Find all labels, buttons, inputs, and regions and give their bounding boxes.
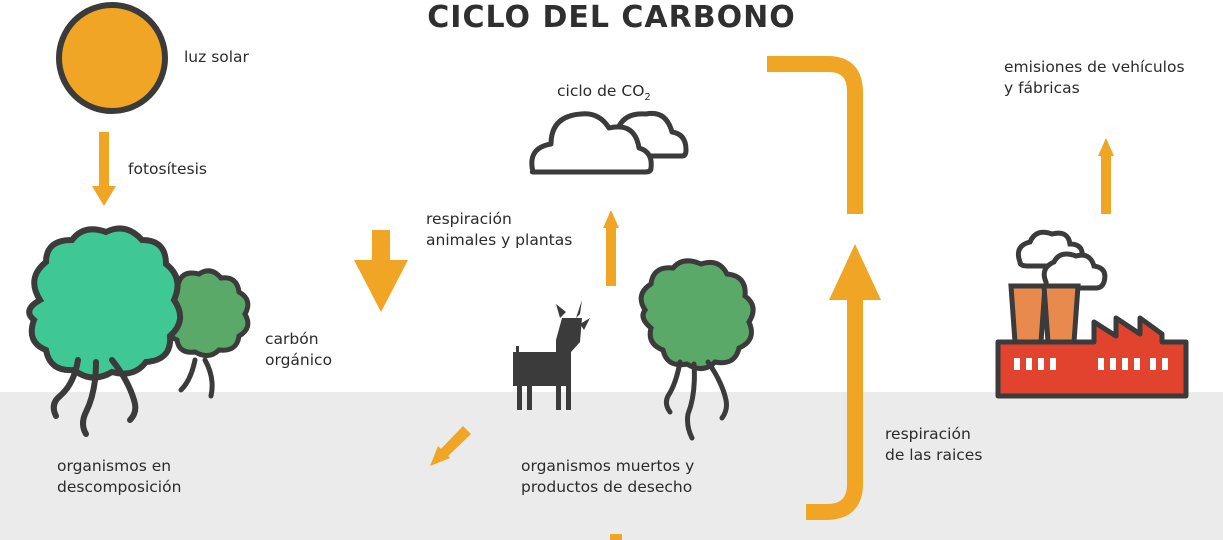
decomposition-line-2: descomposición	[57, 478, 182, 496]
organic-carbon-line-1: carbón	[265, 330, 319, 348]
organic-carbon-line-2: orgánico	[265, 351, 333, 369]
return-pipe-arrow-icon	[767, 56, 863, 214]
page-title: CICLO DEL CARBONO	[427, 0, 796, 35]
arrow-stub-icon	[610, 534, 622, 540]
co2-subscript: 2	[644, 92, 651, 104]
photosynthesis-label: fotosítesis	[128, 159, 207, 180]
respiration-line-2: animales y plantas	[426, 231, 573, 249]
decomposition-arrow-icon	[430, 426, 471, 466]
tree-icon	[26, 225, 251, 437]
root-respiration-line-2: de las raices	[885, 446, 983, 464]
respiration-down-arrow-icon	[354, 230, 408, 312]
dead-organisms-label: organismos muertos y productos de desech…	[521, 456, 694, 498]
factory-icon	[995, 229, 1189, 399]
dead-organisms-line-1: organismos muertos y	[521, 457, 695, 475]
emissions-line-2: y fábricas	[1004, 79, 1080, 97]
co2-up-arrow-icon	[603, 210, 619, 286]
respiration-label: respiración animales y plantas	[426, 209, 572, 251]
co2-cycle-prefix: ciclo de CO	[557, 82, 645, 100]
co2-cycle-text: ciclo de CO2	[557, 81, 651, 108]
sun-icon	[56, 2, 168, 114]
ground-area	[0, 392, 1223, 540]
sunlight-label: luz solar	[184, 47, 249, 68]
sunlight-text: luz solar	[184, 48, 249, 66]
emissions-up-arrow-icon	[1098, 138, 1114, 214]
root-respiration-arrow-icon	[806, 244, 881, 520]
goat-icon	[513, 300, 590, 410]
root-respiration-label: respiración de las raices	[885, 424, 982, 466]
co2-cycle-label: ciclo de CO2	[557, 81, 651, 108]
emissions-line-1: emisiones de vehículos	[1004, 58, 1185, 76]
root-respiration-line-1: respiración	[885, 425, 971, 443]
photosynthesis-text: fotosítesis	[128, 160, 207, 178]
respiration-line-1: respiración	[426, 210, 512, 228]
dead-organisms-line-2: productos de desecho	[521, 478, 693, 496]
cloud-icon	[529, 110, 689, 175]
decomposition-label: organismos en descomposición	[57, 456, 181, 498]
decomposition-line-1: organismos en	[57, 457, 172, 475]
photosynthesis-arrow-icon	[92, 132, 116, 206]
emissions-label: emisiones de vehículos y fábricas	[1004, 57, 1185, 99]
tree-icon	[638, 258, 756, 441]
organic-carbon-label: carbón orgánico	[265, 329, 332, 371]
